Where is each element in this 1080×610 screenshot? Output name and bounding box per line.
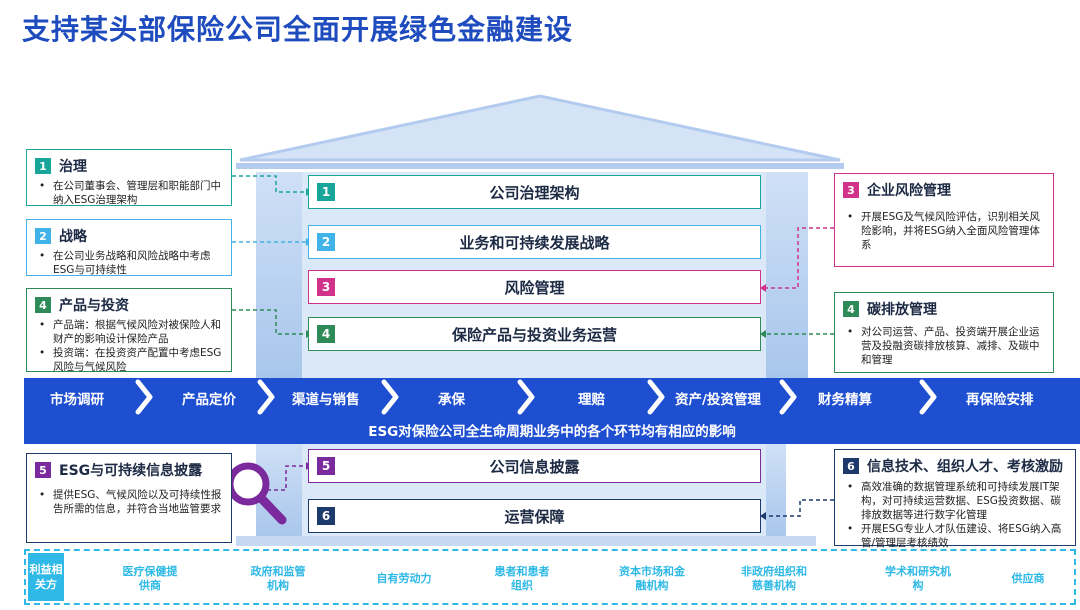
stakeholder-item: 自有劳动力: [376, 572, 432, 585]
badge-number: 5: [35, 462, 51, 478]
badge-number: 2: [317, 233, 335, 251]
center-box-label: 业务和可持续发展战略: [459, 233, 610, 252]
center-box-products: 4 保险产品与投资业务运营: [308, 317, 761, 351]
center-box-label: 运营保障: [504, 507, 565, 526]
badge-number: 4: [35, 297, 51, 313]
stage-asset-management: 资产/投资管理: [675, 392, 761, 408]
center-box-label: 公司信息披露: [489, 457, 580, 476]
stage-underwriting: 承保: [438, 392, 465, 408]
stakeholder-item: 供应商: [1011, 572, 1045, 585]
center-box-operations: 6 运营保障: [308, 499, 761, 533]
stakeholder-item: 患者和患者组织: [494, 565, 550, 592]
badge-number: 3: [317, 278, 335, 296]
stage-actuarial: 财务精算: [818, 392, 872, 408]
side-box-title: 信息技术、组织人才、考核激励: [867, 459, 1063, 475]
side-box-risk: 3 企业风险管理 开展ESG及气候风险评估，识别相关风险影响，并将ESG纳入全面风…: [834, 173, 1054, 267]
badge-number: 1: [35, 158, 51, 174]
badge-number: 3: [843, 182, 859, 198]
house-pillar-left: [256, 172, 302, 378]
center-box-strategy: 2 业务和可持续发展战略: [308, 225, 761, 259]
center-box-label: 风险管理: [504, 278, 565, 297]
stakeholder-item: 医疗保健提供商: [122, 565, 178, 592]
stakeholder-label: 利益相关方: [28, 553, 64, 601]
badge-number: 2: [35, 228, 51, 244]
stage-market-research: 市场调研: [50, 392, 104, 408]
badge-number: 4: [317, 325, 335, 343]
house-base: [236, 536, 816, 546]
side-box-it-talent: 6 信息技术、组织人才、考核激励 高效准确的数据管理系统和可持续发展IT架构，对可…: [834, 449, 1076, 549]
badge-number: 1: [317, 183, 335, 201]
bullet-item: 对公司运营、产品、投资端开展企业运营及投融资碳排放核算、减排、及碳中和管理: [843, 325, 1045, 367]
center-box-risk: 3 风险管理: [308, 270, 761, 304]
bullet-item: 在公司董事会、管理层和职能部门中纳入ESG治理架构: [35, 179, 223, 207]
badge-number: 6: [843, 458, 859, 474]
bullet-item: 产品端：根据气候风险对被保险人和财产的影响设计保险产品: [35, 318, 223, 346]
page-title: 支持某头部保险公司全面开展绿色金融建设: [22, 13, 574, 46]
stage-reinsurance: 再保险安排: [966, 392, 1034, 408]
badge-number: 4: [843, 301, 859, 317]
house-roof: [239, 94, 841, 162]
side-box-title: 治理: [59, 159, 87, 175]
side-box-title: 碳排放管理: [867, 302, 937, 318]
side-box-title: 产品与投资: [59, 298, 129, 314]
stage-claims: 理赔: [578, 392, 605, 408]
value-chain-caption: ESG对保险公司全生命周期业务中的各个环节均有相应的影响: [368, 424, 736, 440]
bullet-item: 高效准确的数据管理系统和可持续发展IT架构，对可持续运营数据、ESG投资数据、碳…: [843, 480, 1067, 522]
center-box-governance: 1 公司治理架构: [308, 175, 761, 209]
side-box-carbon: 4 碳排放管理 对公司运营、产品、投资端开展企业运营及投融资碳排放核算、减排、及碳…: [834, 292, 1054, 373]
side-box-title: 企业风险管理: [867, 183, 951, 199]
bullet-item: 在公司业务战略和风险战略中考虑ESG与可持续性: [35, 249, 223, 277]
stakeholder-item: 非政府组织和慈善机构: [741, 565, 807, 592]
side-box-products: 4 产品与投资 产品端：根据气候风险对被保险人和财产的影响设计保险产品 投资端：在…: [26, 288, 232, 374]
bullet-item: 开展ESG及气候风险评估，识别相关风险影响，并将ESG纳入全面风险管理体系: [843, 210, 1045, 252]
side-box-title: 战略: [59, 229, 87, 245]
badge-number: 5: [317, 457, 335, 475]
value-chain-band: [24, 378, 1080, 444]
stakeholder-bar: [24, 549, 1076, 605]
center-box-label: 保险产品与投资业务运营: [451, 325, 617, 344]
side-box-disclosure: 5 ESG与可持续信息披露 提供ESG、气候风险以及可持续性报告所需的信息，并符合…: [26, 453, 232, 543]
center-box-disclosure: 5 公司信息披露: [308, 449, 761, 483]
stakeholder-item: 资本市场和金融机构: [619, 565, 685, 592]
stage-pricing: 产品定价: [182, 392, 236, 408]
stage-channels: 渠道与销售: [292, 392, 360, 408]
stakeholder-item: 学术和研究机构: [885, 565, 951, 592]
side-box-strategy: 2 战略 在公司业务战略和风险战略中考虑ESG与可持续性: [26, 219, 232, 276]
bullet-item: 提供ESG、气候风险以及可持续性报告所需的信息，并符合当地监管要求: [35, 488, 223, 516]
badge-number: 6: [317, 507, 335, 525]
bullet-item: 投资端：在投资资产配置中考虑ESG风险与气候风险: [35, 346, 223, 374]
center-box-label: 公司治理架构: [489, 183, 580, 202]
side-box-governance: 1 治理 在公司董事会、管理层和职能部门中纳入ESG治理架构: [26, 149, 232, 206]
stakeholder-item: 政府和监管机构: [250, 565, 306, 592]
house-pillar-right: [766, 172, 808, 378]
bullet-item: 开展ESG专业人才队伍建设、将ESG纳入高管/管理层考核绩效: [843, 522, 1067, 550]
side-box-title: ESG与可持续信息披露: [59, 463, 203, 479]
